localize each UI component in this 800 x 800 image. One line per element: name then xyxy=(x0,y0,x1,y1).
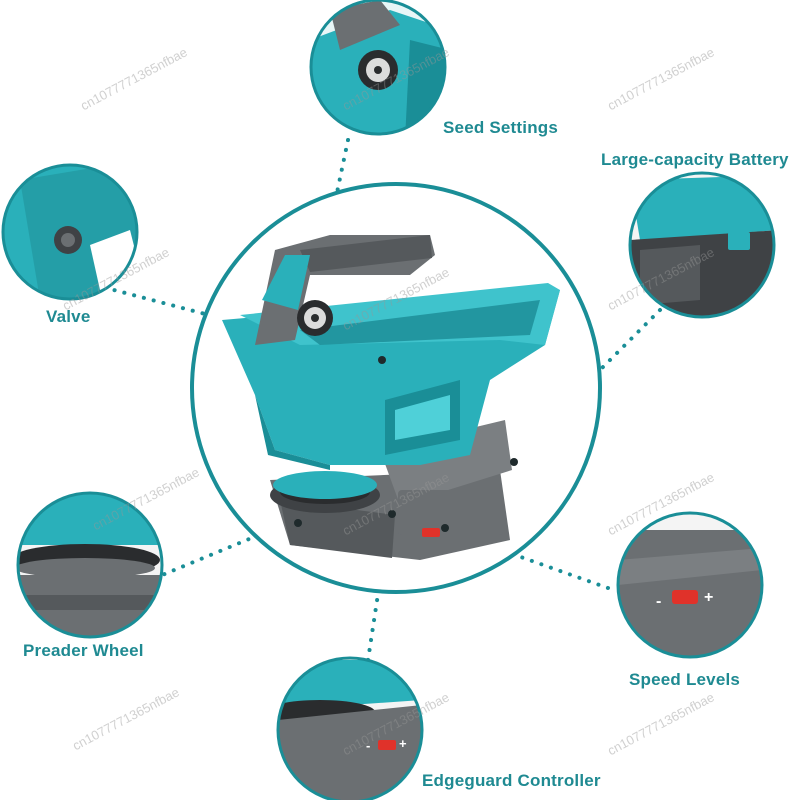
switch-plus-mark: + xyxy=(704,589,713,606)
label-spreader-wheel: Preader Wheel xyxy=(23,641,144,660)
label-edgeguard-controller: Edgeguard Controller xyxy=(422,771,601,790)
label-speed-levels: Speed Levels xyxy=(629,670,741,689)
switch-minus-mark: - xyxy=(656,593,661,610)
valve-view xyxy=(1,163,139,301)
battery-view xyxy=(628,171,776,319)
connector-seed xyxy=(323,138,350,252)
edge-switch-minus-mark: - xyxy=(366,738,370,753)
edgeguard-view: - + xyxy=(276,656,424,800)
label-valve: Valve xyxy=(46,307,91,326)
connector-valve xyxy=(93,283,382,362)
label-large-capacity-battery: Large-capacity Battery xyxy=(601,150,789,169)
edge-switch-plus-mark: + xyxy=(399,736,407,751)
label-seed-settings: Seed Settings xyxy=(443,118,559,137)
connector-speed xyxy=(443,528,610,590)
main-product-view xyxy=(190,182,602,594)
seed-settings-view xyxy=(309,0,447,136)
speed-levels-view: - + xyxy=(616,511,764,659)
spreader-wheel-view xyxy=(16,491,164,639)
